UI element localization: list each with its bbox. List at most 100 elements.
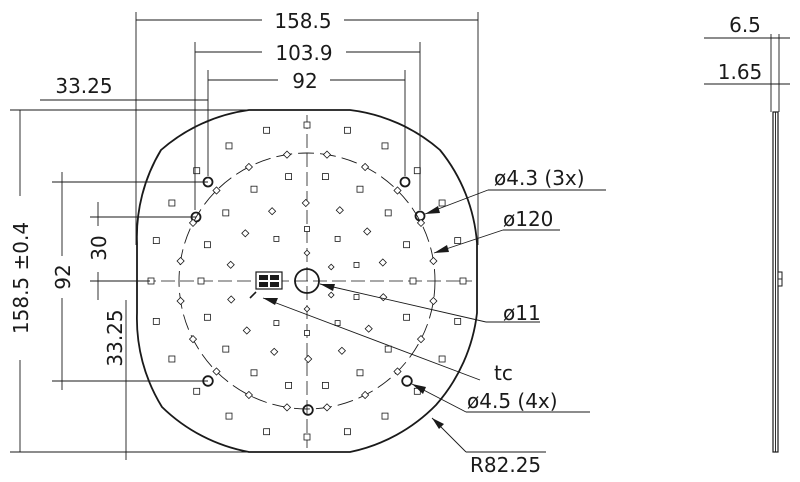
- led-chip: [327, 291, 335, 299]
- side-view: 6.5 1.65: [704, 13, 790, 453]
- dim-height-offset: 30: [87, 202, 196, 300]
- led-chip: [416, 334, 426, 344]
- led-chip: [321, 173, 329, 181]
- led-chip: [250, 369, 258, 377]
- led-chip: [285, 173, 293, 181]
- led-chip: [301, 198, 310, 208]
- dim-text-offset-left: 33.25: [55, 74, 112, 98]
- tc-marker: [249, 291, 257, 299]
- mount-hole-large: [302, 404, 314, 416]
- led-chip: [227, 295, 236, 304]
- led-array: [147, 121, 467, 441]
- led-chip: [322, 403, 332, 412]
- led-chip: [176, 296, 185, 306]
- led-chip: [270, 347, 279, 356]
- callout-center-hole: ø11: [319, 283, 541, 325]
- led-chip: [393, 186, 402, 195]
- led-chip: [225, 142, 233, 150]
- led-chip: [304, 226, 310, 232]
- led-chip: [343, 428, 351, 436]
- led-chip: [168, 199, 176, 207]
- led-chip: [327, 263, 335, 271]
- led-chip: [303, 305, 311, 313]
- led-chip: [304, 330, 310, 336]
- led-chip: [203, 241, 211, 249]
- dim-text-side-thickness-board: 1.65: [718, 60, 763, 84]
- led-chip: [241, 229, 250, 238]
- dim-text-height-inner: 92: [51, 264, 75, 289]
- led-chip: [416, 218, 426, 228]
- led-chip: [282, 150, 292, 159]
- mount-hole-large: [401, 375, 413, 387]
- dim-height-overall: 158.5 ±0.4: [9, 109, 250, 453]
- callout-text-tc: tc: [494, 361, 513, 385]
- led-chip: [438, 355, 446, 363]
- led-chip: [334, 235, 341, 242]
- led-chip: [378, 258, 387, 267]
- callout-tc: tc: [262, 297, 513, 385]
- dim-text-width-mounting-outer: 103.9: [275, 41, 332, 65]
- led-chip: [193, 387, 201, 395]
- led-chip: [212, 367, 221, 376]
- connector: [255, 271, 283, 290]
- led-chip: [285, 381, 293, 389]
- led-chip: [322, 150, 332, 159]
- led-chip: [242, 326, 251, 335]
- led-chip: [152, 237, 160, 245]
- callout-holes-small: ø4.3 (3x): [424, 166, 606, 215]
- led-chip: [337, 346, 347, 355]
- led-chip: [409, 277, 417, 285]
- led-chip: [429, 256, 438, 266]
- led-chip: [353, 261, 360, 268]
- dim-width-mounting-inner: 92: [207, 69, 406, 176]
- front-view: 158.5 103.9 92 33.25 158.5 ±0.4: [9, 8, 606, 477]
- led-chip: [353, 294, 360, 301]
- led-chip: [321, 381, 329, 389]
- led-chip: [381, 142, 389, 150]
- led-chip: [250, 185, 258, 193]
- led-chip: [438, 199, 446, 207]
- callout-text-center-hole: ø11: [503, 301, 541, 325]
- led-chip: [225, 412, 233, 420]
- led-chip: [303, 121, 311, 129]
- led-chip: [356, 369, 364, 377]
- led-chip: [244, 162, 254, 172]
- center-hole: [294, 268, 320, 294]
- led-chip: [459, 277, 467, 285]
- led-chip: [334, 320, 341, 327]
- led-chip: [403, 313, 411, 321]
- dim-text-side-thickness-total: 6.5: [729, 13, 761, 37]
- led-chip: [168, 355, 176, 363]
- mount-hole-small: [399, 176, 411, 188]
- led-chip: [360, 162, 370, 172]
- led-chip: [222, 209, 230, 217]
- callout-text-holes-large: ø4.5 (4x): [467, 389, 558, 413]
- dim-text-height-offset: 30: [87, 235, 111, 260]
- dim-offset-left: 33.25: [40, 74, 208, 101]
- led-chip: [384, 345, 392, 353]
- led-chip: [188, 334, 198, 344]
- led-chip: [222, 345, 230, 353]
- led-chip: [282, 403, 292, 412]
- led-chip: [454, 317, 462, 325]
- led-chip: [303, 249, 311, 257]
- led-chip: [193, 167, 201, 175]
- led-chip: [335, 206, 344, 215]
- dim-width-overall: 158.5: [135, 8, 479, 245]
- dim-text-height-bottom: 33.25: [103, 309, 127, 366]
- led-chip: [152, 317, 160, 325]
- led-chip: [263, 428, 271, 436]
- led-chip: [384, 209, 392, 217]
- led-chip: [188, 218, 198, 228]
- callout-holes-large: ø4.5 (4x): [411, 383, 590, 413]
- led-chip: [212, 186, 221, 195]
- led-chip: [273, 320, 280, 327]
- led-chip: [203, 313, 211, 321]
- dim-text-width-overall: 158.5: [274, 9, 331, 33]
- led-chip: [303, 433, 311, 441]
- led-chip: [226, 260, 235, 269]
- led-chip: [356, 185, 364, 193]
- callout-led-circle: ø120: [433, 207, 560, 254]
- led-chip: [454, 237, 462, 245]
